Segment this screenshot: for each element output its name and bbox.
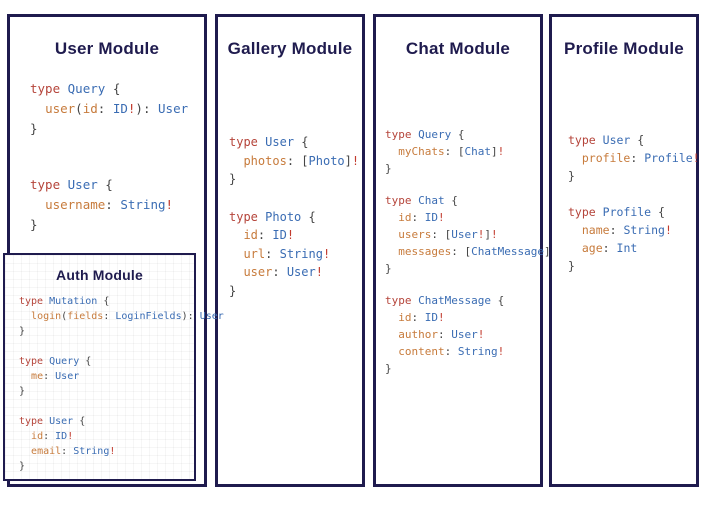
code-line: } [385,362,392,375]
auth-module-panel: Auth Module type Mutation { login(fields… [3,253,224,481]
code-line: name: String! [581,223,672,237]
chat-module-code: type Query { myChats: [Chat]!}type Chat … [376,126,557,377]
code-line: } [19,326,26,337]
code-line: type User { [30,177,113,192]
code-line: type Profile { [568,205,665,219]
profile-module-title: Profile Module [564,39,684,58]
code-line: type Query { [385,128,465,141]
graphql-type-block: type Chat { id: ID! users: [User!]! mess… [385,192,557,277]
code-line: } [229,172,237,186]
graphql-type-block: type Query { me: User} [19,354,194,399]
code-line: type Query { [30,81,121,96]
code-line: } [385,262,392,275]
graphql-type-block: type Query { user(id: ID!): User} [30,79,204,139]
code-line: type Mutation { [19,296,110,307]
user-module-code: type Query { user(id: ID!): User}type Us… [10,79,204,235]
code-line: id: ID! [398,211,445,224]
graphql-type-block: type Query { myChats: [Chat]!} [385,126,540,177]
code-line: } [568,169,575,183]
code-line: type Chat { [385,194,458,207]
code-line: username: String! [45,197,174,212]
graphql-type-block: type ChatMessage { id: ID! author: User!… [385,292,540,377]
auth-module-title: Auth Module [56,267,143,283]
code-line: author: User! [398,328,485,341]
profile-module-code: type User { profile: Profile!}type Profi… [552,131,700,275]
chat-module-title: Chat Module [405,39,511,58]
code-line: type User { [19,416,86,427]
graphql-type-block: type User { profile: Profile!} [568,131,700,185]
graphql-type-block: type Photo { id: ID! url: String! user: … [229,208,362,301]
code-line: id: ID! [31,431,74,442]
chat-module-panel: Chat Module type Query { myChats: [Chat]… [373,14,557,487]
code-line: email: String! [31,446,116,457]
code-line: messages: [ChatMessage]! [398,245,557,258]
code-line: } [19,386,26,397]
code-line: type User { [568,133,645,147]
code-line: type Photo { [229,209,316,224]
code-line: user: User! [243,265,323,279]
code-line: type Query { [19,356,92,367]
graphql-type-block: type User { id: ID! email: String!} [19,414,194,474]
code-line: } [229,283,237,298]
graphql-type-block: type Profile { name: String! age: Int} [568,203,696,275]
code-line: } [385,162,392,175]
code-line: me: User [31,371,80,382]
code-line: login(fields: LoginFields): User [31,311,224,322]
profile-module-panel: Profile Module type User { profile: Prof… [549,14,700,487]
code-line: profile: Profile! [581,151,700,165]
auth-module-code: type Mutation { login(fields: LoginField… [5,294,224,474]
gallery-module-panel: Gallery Module type User { photos: [Phot… [215,14,365,487]
code-line: type User { [229,135,309,149]
code-line: id: ID! [398,311,445,324]
code-line: photos: [Photo]! [243,153,360,168]
graphql-type-block: type User { photos: [Photo]!} [229,133,362,189]
code-line: } [568,259,575,273]
code-line: } [30,121,38,136]
code-line: id: ID! [243,228,295,242]
code-line: age: Int [581,241,638,255]
user-module-title: User Module [54,39,160,58]
code-line: content: String! [398,345,505,358]
code-line: user(id: ID!): User [45,101,189,116]
code-line: users: [User!]! [398,228,498,241]
graphql-type-block: type Mutation { login(fields: LoginField… [19,294,224,339]
code-line: type ChatMessage { [385,294,505,307]
gallery-module-title: Gallery Module [227,39,353,58]
code-line: } [30,217,38,232]
gallery-module-code: type User { photos: [Photo]!}type Photo … [218,133,362,300]
code-line: myChats: [Chat]! [398,145,505,158]
graphql-type-block: type User { username: String!} [30,175,204,235]
code-line: url: String! [243,246,331,261]
code-line: } [19,461,26,472]
